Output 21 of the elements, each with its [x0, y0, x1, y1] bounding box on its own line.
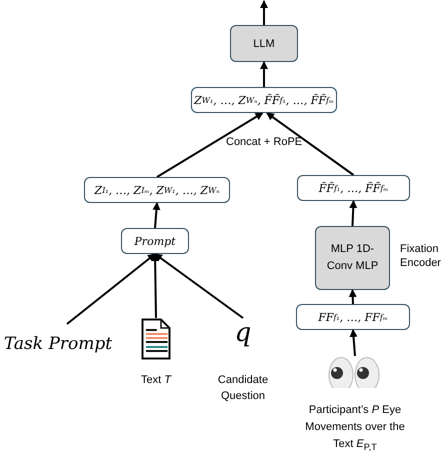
node-label: Text T — [141, 374, 171, 386]
arrow — [151, 253, 160, 318]
arrow — [152, 202, 160, 228]
encoder-box: MLP 1D-Conv MLP — [315, 226, 390, 290]
arrow — [349, 200, 358, 226]
arrow — [66, 253, 156, 325]
side-label: Fixation Encoder — [400, 242, 442, 270]
variable-symbol: q — [234, 318, 252, 348]
arrow — [266, 112, 354, 176]
arrow — [156, 112, 264, 178]
connector-label: Concat + RoPE — [226, 136, 302, 148]
task-prompt-label: Task Prompt — [4, 334, 112, 354]
arrow — [260, 0, 268, 25]
arrow — [260, 61, 268, 87]
arrow — [154, 253, 244, 319]
arrow — [350, 329, 358, 356]
node-label: Candidate Question — [216, 373, 270, 404]
llm-box: LLM — [230, 25, 298, 62]
node-label: Participant’s P Eye Movements over the Text E$_{P,T}$ — [304, 402, 406, 454]
prompt-box: Prompt — [121, 228, 189, 254]
arrow — [348, 289, 357, 304]
